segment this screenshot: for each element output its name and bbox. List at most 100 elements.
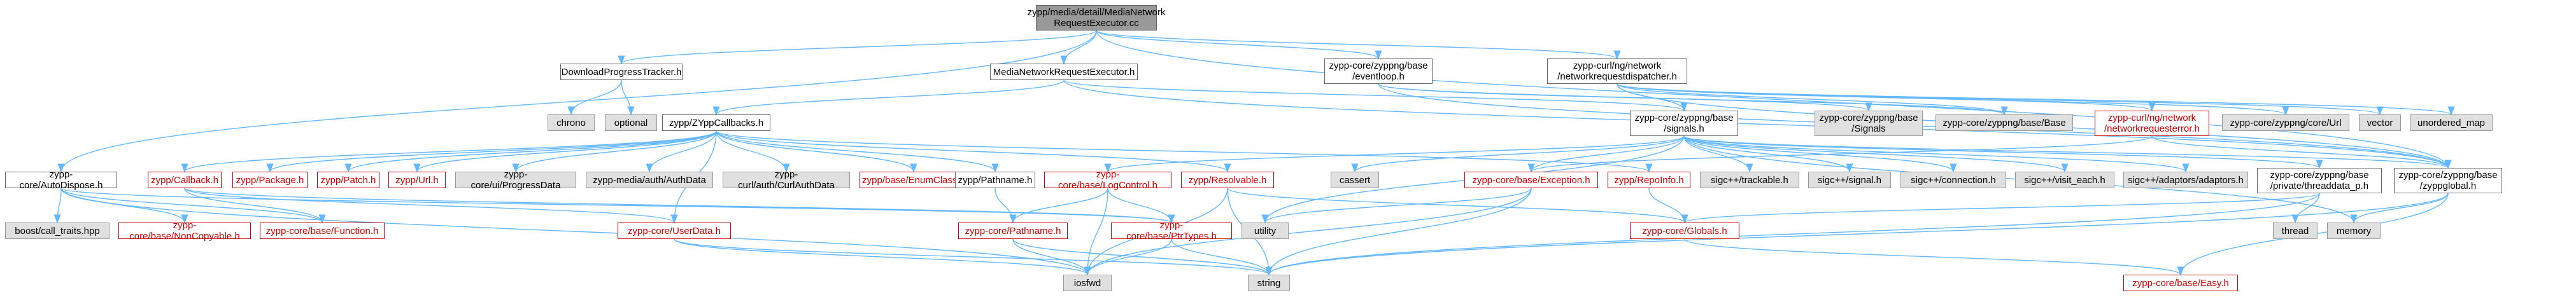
node-optional[interactable]: optional: [605, 114, 657, 131]
node-noncopyable[interactable]: zypp-core/base/NonCopyable.h: [118, 220, 251, 242]
edge-networkrequestdispatcher-to-unordered_map: [1617, 83, 2454, 116]
edge-autodispose-to-function: [60, 188, 326, 224]
node-function[interactable]: zypp-core/base/Function.h: [260, 223, 385, 239]
node-memory[interactable]: memory: [2327, 223, 2381, 239]
edge-exception-to-string: [1265, 188, 1532, 276]
node-string[interactable]: string: [1248, 275, 1290, 291]
node-callback[interactable]: zypp/Callback.h: [148, 172, 222, 188]
node-signals-dir[interactable]: zypp-core/zyppng/base /Signals: [1815, 111, 1923, 136]
edge-networkrequestdispatcher-to-core_url: [1617, 83, 2289, 116]
node-root-file[interactable]: zypp/media/detail/MediaNetwork RequestEx…: [1028, 5, 1165, 31]
edge-networkrequesterror-to-exception: [1527, 135, 2153, 173]
node-exception[interactable]: zypp-core/base/Exception.h: [1464, 172, 1598, 188]
edge-pathname-to-iosfwd: [1012, 238, 1091, 276]
edge-callback-to-ptrtypes: [184, 188, 1175, 224]
node-pathname-plain[interactable]: zypp/Pathname.h: [955, 172, 1035, 188]
edge-callback-to-function: [184, 188, 326, 224]
node-zyppng-base[interactable]: zypp-core/zyppng/base/Base: [1936, 114, 2073, 131]
node-resolvable[interactable]: zypp/Resolvable.h: [1181, 172, 1274, 188]
edge-signals-to-trackable: [1683, 135, 1753, 173]
edge-media_network_request_executor-to-signals: [1063, 79, 1688, 112]
edge-download_progress_tracker-to-optional: [621, 79, 635, 116]
node-core-url[interactable]: zypp-core/zyppng/core/Url: [2222, 114, 2349, 131]
node-ptrtypes[interactable]: zypp-core/base/PtrTypes.h: [1111, 220, 1232, 242]
node-zypp-callbacks[interactable]: zypp/ZYppCallbacks.h: [662, 114, 770, 131]
node-networkrequesterror[interactable]: zypp-curl/ng/network /networkrequesterro…: [2095, 111, 2209, 136]
node-pathname[interactable]: zypp-core/Pathname.h: [958, 223, 1068, 239]
node-vector[interactable]: vector: [2359, 114, 2401, 131]
node-download-progress-tracker[interactable]: DownloadProgressTracker.h: [560, 64, 683, 80]
node-authdata[interactable]: zypp-media/auth/AuthData: [586, 172, 713, 188]
node-cassert[interactable]: cassert: [1331, 172, 1379, 188]
edge-logcontrol_final-to-iosfwd: [1084, 188, 1108, 276]
edge-signals-to-logcontrol_final: [1104, 135, 1685, 173]
edge-threaddata-to-string: [1265, 193, 2320, 276]
node-trackable[interactable]: sigc++/trackable.h: [1700, 172, 1799, 188]
node-signals[interactable]: zypp-core/zyppng/base /signals.h: [1630, 111, 1738, 136]
node-curlauthdata[interactable]: zypp-curl/auth/CurlAuthData: [723, 169, 850, 191]
edge-exception-to-utility: [1261, 188, 1532, 224]
node-repoinfo[interactable]: zypp/RepoInfo.h: [1608, 172, 1690, 188]
edge-signals-to-cassert: [1351, 135, 1685, 173]
edge-signals-to-adaptors: [1683, 135, 2190, 173]
node-iosfwd[interactable]: iosfwd: [1063, 275, 1112, 291]
edge-pathname-to-string: [1012, 238, 1273, 276]
edge-signals-to-exception: [1527, 135, 1685, 173]
edge-autodispose-to-iosfwd: [60, 188, 1091, 276]
edge-zypp_callbacks-to-callback: [181, 130, 717, 173]
edge-callback-to-userdata: [184, 188, 678, 224]
edge-zypp_callbacks-to-curlauthdata: [716, 130, 790, 173]
node-patch[interactable]: zypp/Patch.h: [317, 172, 379, 188]
node-enumclass[interactable]: zypp/base/EnumClass.h: [860, 172, 968, 188]
edge-userdata-to-iosfwd: [674, 238, 1091, 276]
edge-networkrequesterror-to-zyppglobal: [2151, 135, 2452, 169]
edge-download_progress_tracker-to-chrono: [567, 79, 622, 116]
node-visit-each[interactable]: sigc++/visit_each.h: [2015, 172, 2114, 188]
edge-autodispose-to-boost_calltraits: [53, 188, 62, 224]
edge-zypp_callbacks-to-enumclass: [716, 130, 917, 173]
node-eventloop[interactable]: zypp-core/zyppng/base /eventloop.h: [1324, 58, 1433, 84]
node-progressdata[interactable]: zypp-core/ui/ProgressData: [455, 169, 576, 191]
node-url[interactable]: zypp/Url.h: [388, 172, 446, 188]
edge-pathname_plain-to-pathname: [994, 188, 1017, 224]
edge-globals-to-easy: [1684, 238, 2184, 276]
node-package[interactable]: zypp/Package.h: [232, 172, 308, 188]
edge-root-to-zyppglobal: [1096, 30, 2452, 169]
edge-zypp_callbacks-to-authdata: [646, 130, 717, 173]
log-control-node[interactable]: zypp-core/base/LogControl.h: [1044, 169, 1171, 191]
edge-autodispose-to-ptrtypes: [60, 188, 1175, 224]
edge-zypp_callbacks-to-package: [266, 130, 717, 173]
node-boost-calltraits[interactable]: boost/call_traits.hpp: [5, 223, 110, 239]
edge-eventloop-to-zyppng_base: [1378, 83, 2008, 116]
node-threaddata[interactable]: zypp-core/zyppng/base /private/threaddat…: [2257, 168, 2382, 193]
edge-root-to-eventloop: [1096, 30, 1382, 60]
edge-zypp_callbacks-to-resolvable: [716, 130, 1231, 173]
node-easy[interactable]: zypp-core/base/Easy.h: [2123, 275, 2238, 291]
edge-zypp_callbacks-to-progressdata: [512, 130, 717, 173]
node-media-network-request-executor[interactable]: MediaNetworkRequestExecutor.h: [990, 64, 1138, 80]
edge-logcontrol_final-to-ptrtypes: [1107, 188, 1175, 224]
edge-ptrtypes-to-string: [1171, 238, 1273, 276]
edge-signals-to-zyppglobal: [1683, 135, 2451, 169]
edge-networkrequestdispatcher-to-zyppng_base: [1617, 83, 2008, 116]
node-networkrequestdispatcher[interactable]: zypp-curl/ng/network /networkrequestdisp…: [1547, 58, 1687, 84]
node-connection[interactable]: sigc++/connection.h: [1900, 172, 2006, 188]
node-autodispose[interactable]: zypp-core/AutoDispose.h: [5, 169, 117, 191]
node-chrono[interactable]: chrono: [548, 114, 595, 131]
edge-zypp_callbacks-to-url: [413, 130, 717, 173]
edge-exception-to-iosfwd: [1084, 188, 1532, 276]
edge-logcontrol_final-to-pathname: [1009, 188, 1108, 224]
node-thread[interactable]: thread: [2273, 223, 2318, 239]
edge-signals-to-visit_each: [1683, 135, 2069, 173]
node-unordered-map[interactable]: unordered_map: [2410, 114, 2493, 131]
node-userdata[interactable]: zypp-core/UserData.h: [618, 223, 731, 239]
edge-signals-to-connection: [1683, 135, 1957, 173]
node-zyppglobal[interactable]: zypp-core/zyppng/base /zyppglobal.h: [2394, 168, 2502, 193]
node-utility[interactable]: utility: [1242, 223, 1289, 239]
edge-threaddata-to-globals: [1681, 193, 2320, 224]
node-adaptors[interactable]: sigc++/adaptors/adaptors.h: [2123, 172, 2248, 188]
edge-media_network_request_executor-to-zyppglobal: [1063, 79, 2452, 169]
node-globals[interactable]: zypp-core/Globals.h: [1630, 223, 1739, 239]
node-sigc-signal[interactable]: sigc++/signal.h: [1808, 172, 1891, 188]
